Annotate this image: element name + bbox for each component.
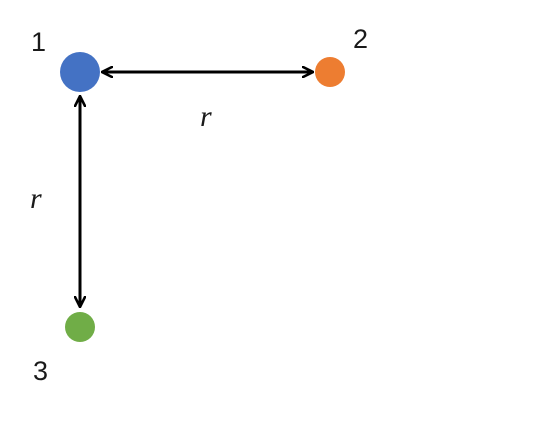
node-2: 2	[315, 24, 368, 87]
edge-1-3: r	[30, 96, 80, 307]
node-2-dot	[315, 57, 345, 87]
node-3: 3	[33, 312, 95, 386]
node-3-label: 3	[33, 356, 48, 386]
node-1: 1	[31, 27, 100, 92]
distance-label-1-2: r	[200, 100, 212, 133]
node-1-dot	[60, 52, 100, 92]
node-1-label: 1	[31, 27, 46, 57]
edge-1-2: r	[102, 72, 313, 133]
node-3-dot	[65, 312, 95, 342]
node-2-label: 2	[353, 24, 368, 54]
distance-label-1-3: r	[30, 182, 42, 215]
